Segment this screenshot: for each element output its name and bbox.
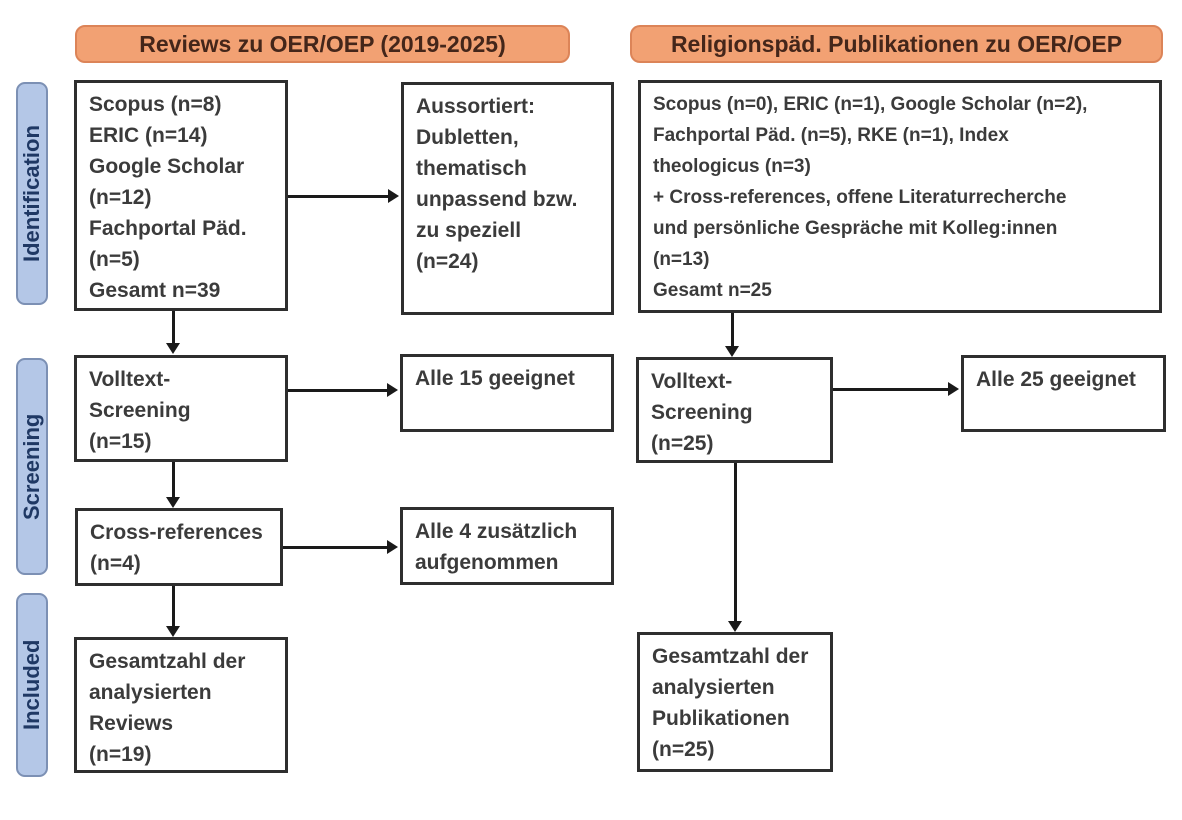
box-publications-sources: Scopus (n=0), ERIC (n=1), Google Scholar… xyxy=(638,80,1162,313)
box-reviews-fulltext-result: Alle 15 geeignet xyxy=(400,354,614,432)
box-publications-fulltext-screening: Volltext- Screening (n=25) xyxy=(636,357,833,463)
column-header-religionspaed: Religionspäd. Publikationen zu OER/OEP xyxy=(630,25,1163,63)
box-publications-included-total: Gesamtzahl der analysierten Publikatione… xyxy=(637,632,833,772)
box-reviews-crossreferences: Cross-references (n=4) xyxy=(75,508,283,586)
arrow-fulltext-to-included-right xyxy=(728,463,742,632)
stage-label-included: Included xyxy=(16,593,48,777)
box-reviews-sources: Scopus (n=8) ERIC (n=14) Google Scholar … xyxy=(74,80,288,311)
box-publications-fulltext-result: Alle 25 geeignet xyxy=(961,355,1166,432)
box-reviews-excluded: Aussortiert: Dubletten, thematisch unpas… xyxy=(401,82,614,315)
stage-label-screening: Screening xyxy=(16,358,48,575)
arrow-fulltext-to-crossref-left xyxy=(166,462,180,508)
box-reviews-included-total: Gesamtzahl der analysierten Reviews (n=1… xyxy=(74,637,288,773)
arrow-sources-to-excluded xyxy=(288,189,399,203)
arrow-fulltext-to-result-right xyxy=(833,382,959,396)
box-reviews-fulltext-screening: Volltext- Screening (n=15) xyxy=(74,355,288,462)
box-reviews-crossref-result: Alle 4 zusätzlich aufgenommen xyxy=(400,507,614,585)
arrow-fulltext-to-result-left xyxy=(288,383,398,397)
arrow-sources-to-fulltext-left xyxy=(166,311,180,354)
stage-label-identification: Identification xyxy=(16,82,48,305)
arrow-crossref-to-result xyxy=(283,540,398,554)
column-header-reviews: Reviews zu OER/OEP (2019-2025) xyxy=(75,25,570,63)
arrow-crossref-to-included-left xyxy=(166,586,180,637)
arrow-sources-to-fulltext-right xyxy=(725,313,739,357)
